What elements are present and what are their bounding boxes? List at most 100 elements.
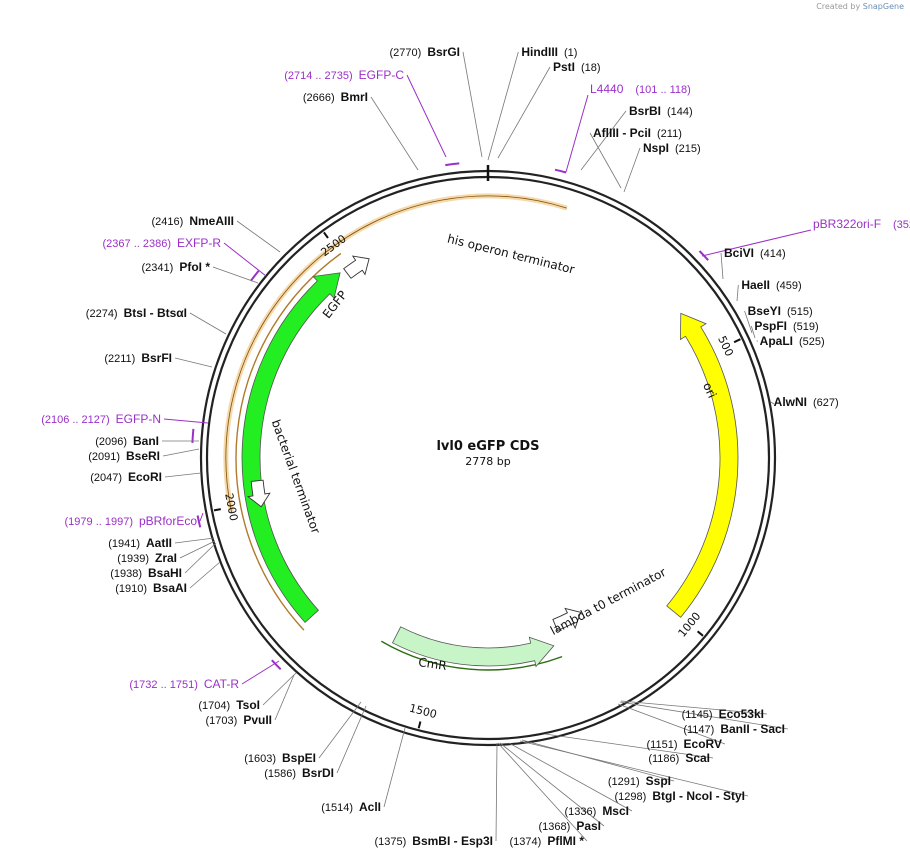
site-ecorv[interactable]: EcoRV(1151)	[647, 737, 722, 751]
site-bsrdi[interactable]: BsrDI(1586)	[264, 766, 334, 780]
leader-line	[262, 672, 297, 706]
primer-leader-line	[565, 94, 589, 173]
site-name: BsrGI	[427, 45, 460, 59]
leader-line	[189, 561, 221, 589]
leader-line	[212, 266, 259, 284]
site-aatii[interactable]: AatII(1941)	[108, 536, 172, 550]
site-position: (2770)	[390, 47, 422, 59]
site-name: AlwNI	[774, 395, 807, 409]
site-eco53ki[interactable]: Eco53kI(1145)	[682, 707, 764, 721]
leader-line	[497, 742, 588, 842]
site-btgi-ncoi-styi[interactable]: BtgI - NcoI - StyI(1298)	[615, 789, 745, 803]
site-btsi-bts-i[interactable]: BtsI - BtsαI(2274)	[86, 306, 187, 320]
site-hindiii[interactable]: HindIII(1)	[521, 45, 577, 59]
site-name: PspFI	[754, 319, 787, 333]
terminator-his-operon-terminator	[343, 255, 370, 279]
primer-l4440[interactable]: L4440(101 .. 118)	[590, 82, 691, 96]
site-pvuii[interactable]: PvuII (1703)	[206, 713, 272, 727]
site-msci[interactable]: MscI(1336)	[565, 804, 629, 818]
site-position: (525)	[799, 336, 825, 348]
site-bmri[interactable]: BmrI(2666)	[303, 90, 368, 104]
primer-cat-r[interactable]: CAT-R(1732 .. 1751)	[129, 677, 239, 691]
site-ecori[interactable]: EcoRI (2047)	[90, 470, 162, 484]
tick-mark	[696, 630, 704, 637]
site-bseyi[interactable]: BseYI(515)	[748, 304, 813, 318]
primer-pbrforeco[interactable]: pBRforEco(1979 .. 1997)	[65, 514, 198, 528]
site-bsrgi[interactable]: BsrGI (2770)	[390, 45, 460, 59]
primer-egfp-n[interactable]: EGFP-N(2106 .. 2127)	[41, 412, 161, 426]
primer-name: EXFP-R	[177, 236, 221, 250]
site-haeii[interactable]: HaeII(459)	[741, 278, 801, 292]
site-banii-saci[interactable]: BanII - SacI(1147)	[683, 722, 785, 736]
primer-name: EGFP-N	[116, 412, 161, 426]
site-zrai[interactable]: ZraI(1939)	[117, 551, 177, 565]
leader-line	[519, 740, 749, 797]
site-alwni[interactable]: AlwNI (627)	[774, 395, 839, 409]
primer-leader-line	[163, 418, 209, 424]
site-nspi[interactable]: NspI(215)	[643, 141, 701, 155]
site-bseri[interactable]: BseRI(2091)	[88, 449, 160, 463]
site-afliii-pcii[interactable]: AflIII - PciI(211)	[593, 126, 682, 140]
site-pfoi[interactable]: PfoI *(2341)	[142, 260, 211, 274]
site-bsahi[interactable]: BsaHI(1938)	[110, 566, 182, 580]
primer-egfp-c[interactable]: EGFP-C(2714 .. 2735)	[284, 68, 404, 82]
leader-line	[544, 733, 714, 759]
leader-line	[174, 537, 215, 544]
site-bsmbi-esp3i[interactable]: BsmBI - Esp3I(1375)	[375, 834, 493, 848]
site-position: (215)	[675, 143, 701, 155]
site-name: PvuII	[243, 713, 272, 727]
primer-leader-line	[241, 660, 280, 685]
site-name: AflIII - PciI	[593, 126, 651, 140]
orf-outlines	[191, 162, 709, 671]
site-pflmi[interactable]: PflMI *(1374)	[510, 834, 585, 848]
site-apali[interactable]: ApaLI (525)	[760, 334, 825, 348]
site-pspfi[interactable]: PspFI(519)	[754, 319, 818, 333]
site-position: (627)	[813, 397, 839, 409]
site-name: BseYI	[748, 304, 781, 318]
site-scai[interactable]: ScaI(1186)	[648, 751, 710, 765]
site-name: PfoI *	[179, 260, 210, 274]
site-position: (2047)	[90, 472, 122, 484]
site-bsrbi[interactable]: BsrBI(144)	[629, 104, 693, 118]
site-position: (2091)	[88, 451, 120, 463]
site-bani[interactable]: BanI(2096)	[95, 434, 159, 448]
site-pasi[interactable]: PasI(1368)	[539, 819, 601, 833]
site-name: EcoRI	[128, 470, 162, 484]
site-bspei[interactable]: BspEI(1603)	[244, 751, 316, 765]
site-position: (1186)	[648, 753, 679, 765]
tick-label: 1500	[408, 702, 438, 722]
leader-line	[179, 540, 216, 559]
site-acli[interactable]: AclI(1514)	[321, 800, 381, 814]
site-tsoi[interactable]: TsoI(1704)	[198, 698, 260, 712]
site-bcivi[interactable]: BciVI(414)	[724, 246, 786, 260]
primer-name: L4440	[590, 82, 624, 96]
primer-pbr322ori-f[interactable]: pBR322ori-F(352 .. 371)	[813, 217, 910, 231]
site-bsaai[interactable]: BsaAI(1910)	[115, 581, 187, 595]
snapgene-credit: Created by SnapGene	[816, 2, 904, 11]
site-nmeaiii[interactable]: NmeAIII(2416)	[152, 214, 234, 228]
primer-exfp-r[interactable]: EXFP-R(2367 .. 2386)	[103, 236, 222, 250]
orf-outline-egfp	[235, 252, 342, 631]
site-psti[interactable]: PstI(18)	[553, 60, 601, 74]
site-position: (1938)	[110, 568, 142, 580]
tick-mark	[323, 231, 329, 239]
site-position: (2096)	[95, 436, 127, 448]
leader-line	[184, 542, 217, 574]
leader-line	[770, 401, 775, 405]
leader-line	[619, 701, 789, 730]
tick-label: 500	[715, 334, 736, 359]
leader-line	[318, 701, 362, 759]
primer-leader-line	[406, 74, 447, 158]
site-position: (1941)	[108, 538, 140, 550]
feature-label-bacterial-terminator: bacterial terminator	[269, 418, 323, 536]
plasmid-backbone	[199, 165, 777, 747]
leader-line	[736, 284, 739, 302]
leader-line	[487, 51, 519, 161]
leader-lines	[162, 51, 812, 842]
site-name: ApaLI	[760, 334, 793, 348]
site-bsrfi[interactable]: BsrFI(2211)	[104, 351, 172, 365]
site-sspi[interactable]: SspI(1291)	[608, 774, 671, 788]
primer-bar	[554, 168, 567, 174]
site-position: (1703)	[206, 715, 238, 727]
primer-bar	[196, 515, 202, 528]
